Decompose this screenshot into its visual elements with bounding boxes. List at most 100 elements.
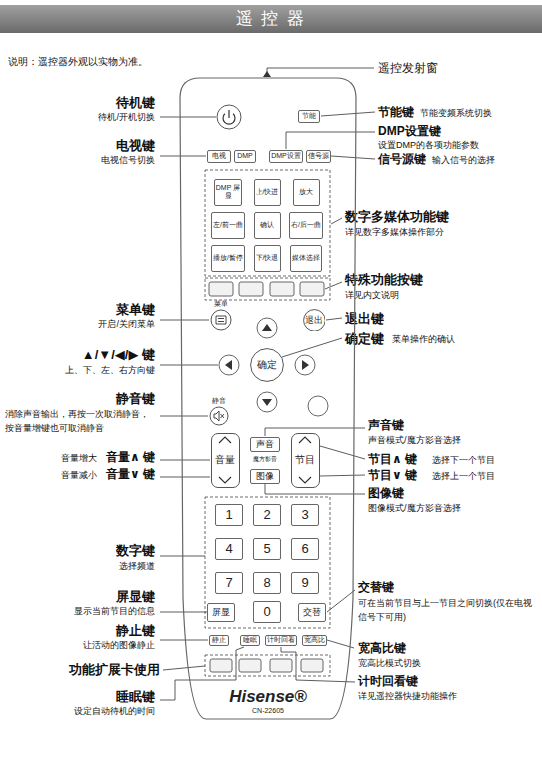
mute-icon: [214, 411, 224, 421]
button: 右/后一曲: [289, 212, 323, 239]
callout-title: 静音键: [116, 391, 155, 407]
button-label: DMP 屏显: [215, 184, 241, 200]
callout-title: 声音键: [368, 418, 404, 432]
group-bracket: [205, 497, 330, 628]
callout-note: 设置DMP的各项功能参数: [378, 140, 479, 151]
blank-button: [301, 659, 323, 672]
button-label: 确认: [260, 221, 274, 229]
button-label: 计时回看: [267, 636, 295, 644]
button-label: 音量: [215, 454, 235, 466]
leader-line: [160, 320, 209, 321]
remote-outline: [180, 78, 356, 719]
button: 媒体选择: [290, 245, 322, 272]
leader-line: [163, 666, 205, 670]
button: 屏显: [207, 603, 235, 622]
button: 交替: [298, 603, 326, 622]
button: DMP设置: [269, 150, 303, 163]
callout-title: 数字多媒体功能键: [345, 209, 449, 225]
callout-note: 说明：遥控器外观以实物为准。: [8, 56, 148, 68]
button: 3: [291, 504, 319, 526]
button-label: 放大: [299, 188, 313, 196]
button: DMP 屏显: [214, 179, 242, 206]
button-label: 8: [263, 576, 270, 591]
button-label: 节能: [302, 112, 316, 120]
rocker-button: 节目: [291, 433, 320, 488]
button: 5: [253, 538, 281, 560]
callout-note: 遥控发射窗: [378, 61, 438, 75]
button-label: DMP: [237, 152, 253, 160]
leader-line: [160, 416, 208, 417]
button-label: 4: [225, 542, 232, 557]
button-label: 确定: [257, 359, 277, 371]
callout-note: 详见内文说明: [345, 290, 399, 301]
leader-line: [282, 338, 342, 357]
callout-note: 声音模式/魔方影音选择: [368, 435, 461, 446]
group-bracket: [205, 278, 330, 300]
callout-note: 上、下、左、右方向键: [65, 365, 155, 376]
callout-note: 音量增大: [61, 453, 97, 464]
leader-line: [331, 156, 375, 159]
callout-title: 节目∨ 键: [368, 468, 417, 482]
button-label: 静音: [212, 397, 226, 405]
button: 上/快进: [254, 179, 281, 206]
arrow-button: [219, 355, 239, 375]
blank-button: [300, 282, 324, 296]
callout-title: 音量∧ 键: [106, 450, 155, 464]
button-label: 宽高比: [304, 636, 325, 644]
button-label: 退出: [305, 315, 323, 325]
callout-title: 待机键: [116, 95, 155, 111]
callout-title: 节目∧ 键: [368, 452, 417, 466]
button-label: 5: [263, 542, 270, 557]
leader-line: [160, 365, 218, 366]
button-label: 0: [263, 605, 270, 620]
round-button: 菜单: [210, 300, 232, 331]
button: 静止: [209, 635, 229, 646]
leader-line: [286, 132, 375, 149]
callout-note: 开启/关闭菜单: [98, 319, 155, 330]
button-label: 电视: [212, 152, 226, 160]
button: 宽高比: [302, 635, 327, 646]
callout-title: 数字键: [116, 543, 155, 559]
power-button: [217, 105, 241, 129]
callout-title: 菜单键: [116, 302, 155, 318]
button: 电视: [207, 150, 231, 163]
callout-title: 静止键: [116, 623, 155, 639]
leader-line: [160, 156, 206, 157]
button: 睡眠: [240, 635, 260, 646]
leader-line: [321, 112, 375, 116]
callout-note: 选择上一个节目: [432, 471, 495, 482]
callout-title: 特殊功能按键: [345, 272, 423, 288]
callout-note: 让活动的图像静止: [83, 640, 155, 651]
button: 计时回看: [265, 635, 297, 646]
leader-line: [160, 640, 208, 641]
button-label: 声音: [256, 439, 274, 449]
callout-note: 魔方影音: [253, 456, 277, 463]
callout-note: 显示当前节目的信息: [74, 606, 155, 617]
callout-title: 交替键: [358, 580, 394, 594]
button-label: 菜单: [214, 300, 228, 308]
leader-line: [331, 218, 342, 224]
callout-title: ▲/▼/◀/▶ 键: [82, 347, 155, 363]
menu-icon: [216, 316, 226, 324]
button-label: 7: [225, 576, 232, 591]
brand-logo: Hisense®: [229, 687, 307, 707]
arrow-icon: [302, 360, 309, 370]
leader-line: [325, 282, 342, 289]
button: 2: [253, 504, 281, 526]
button-label: 6: [301, 542, 308, 557]
button: 图像: [250, 469, 280, 484]
button-label: 静止: [212, 636, 226, 644]
button: 0: [253, 601, 281, 623]
button-label: 下/快退: [256, 254, 279, 262]
blank-button: [239, 282, 263, 296]
leader-line: [265, 428, 365, 436]
blank-button: [270, 659, 292, 672]
callout-note: 宽高比模式切换: [358, 658, 421, 669]
leader-lines: [160, 68, 375, 700]
group-bracket: [205, 655, 330, 676]
arrow-button: [295, 355, 315, 375]
button-outline: [211, 310, 231, 330]
button: 9: [291, 572, 319, 594]
button-outline: [303, 309, 325, 331]
